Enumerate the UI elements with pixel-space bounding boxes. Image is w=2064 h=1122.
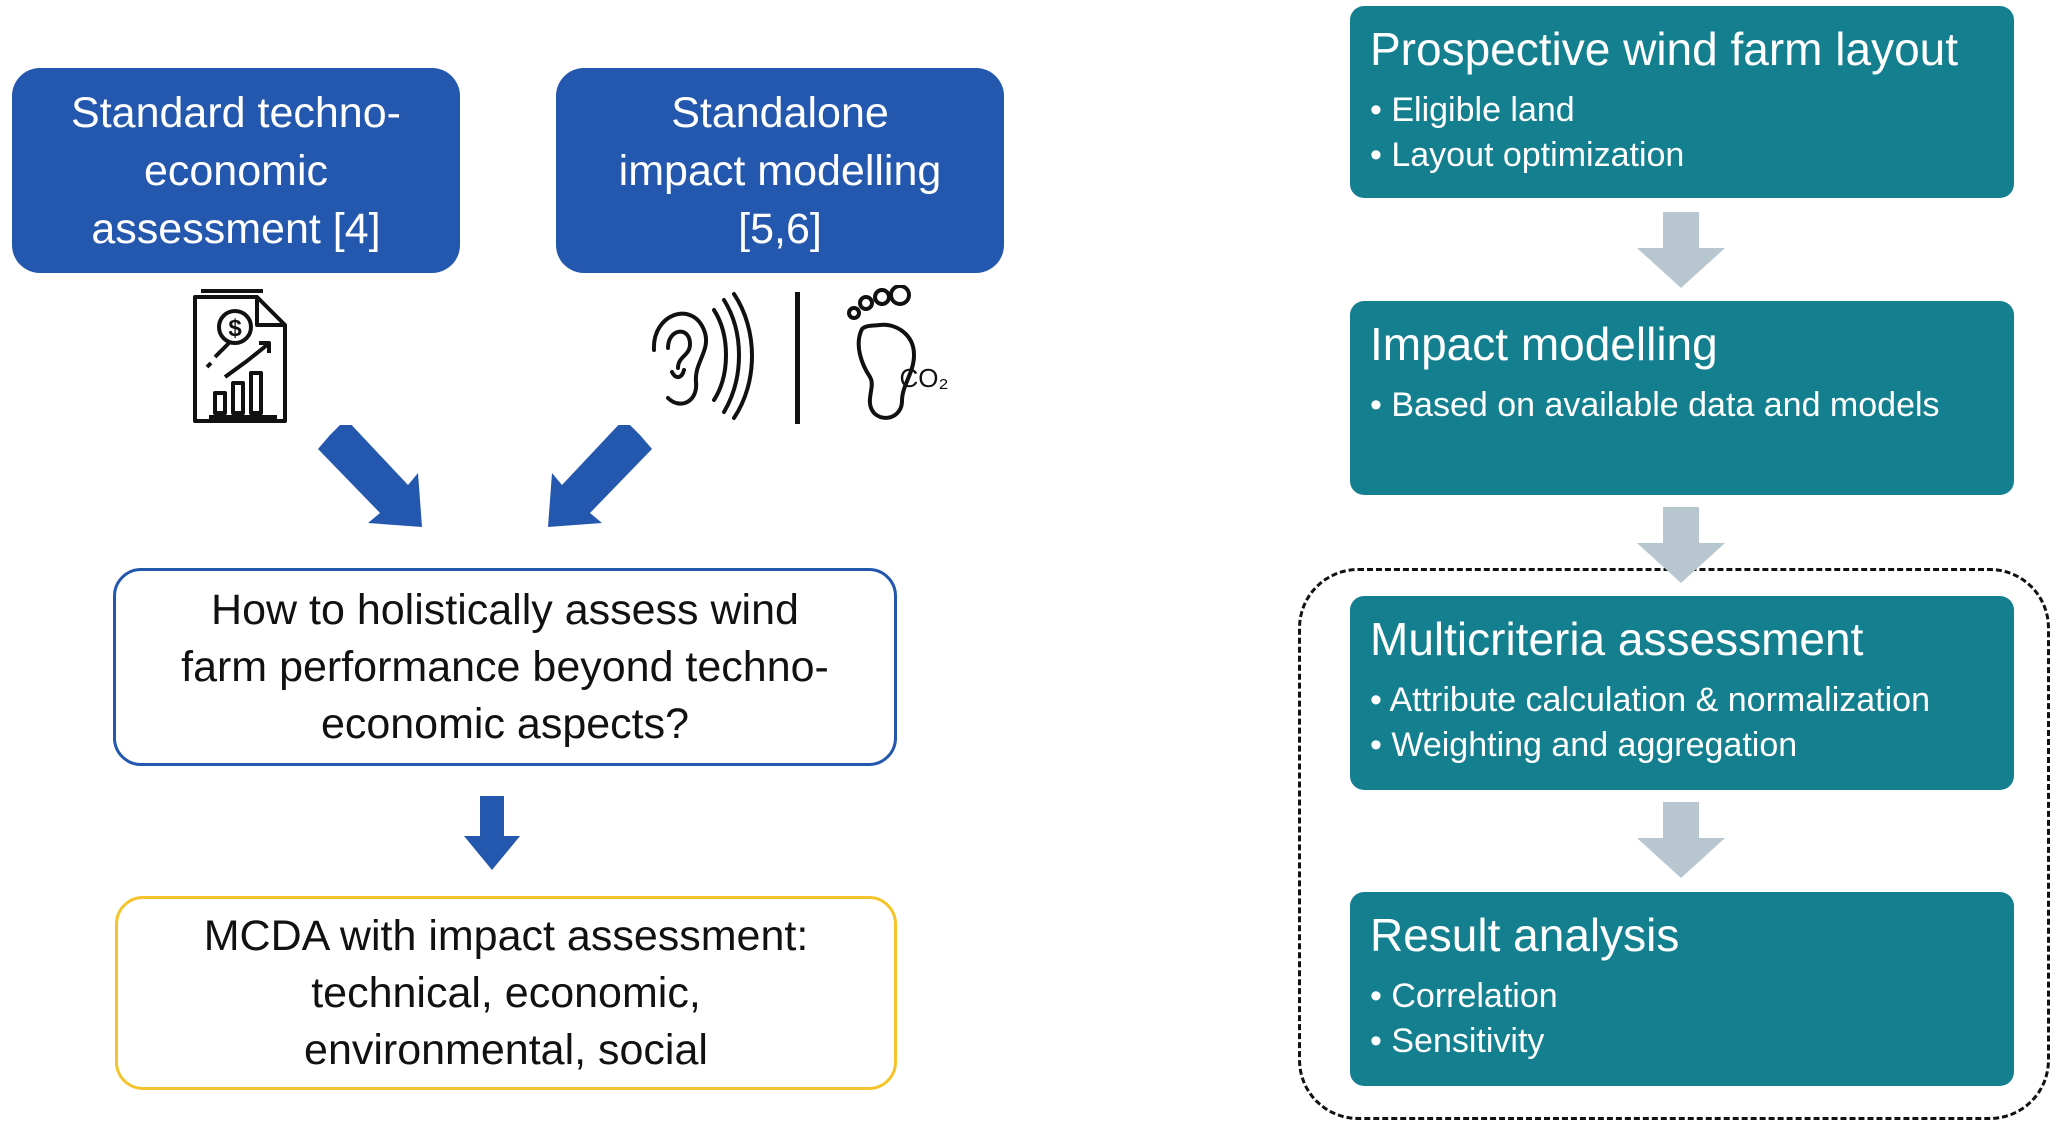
financial-report-icon: $ [193, 289, 287, 423]
icon-divider [795, 292, 800, 424]
co2-footprint-icon: CO₂ [847, 285, 949, 420]
box-line: Standalone [671, 88, 889, 137]
box-line: [5,6] [738, 204, 822, 253]
step-multicriteria-assessment: Multicriteria assessment • Attribute cal… [1350, 596, 2014, 790]
step-bullet: • Based on available data and models [1370, 386, 1940, 424]
techno-economic-assessment-box: Standard techno- economic assessment [4] [12, 68, 460, 273]
box-line: economic aspects? [320, 699, 690, 748]
co2-label: CO₂ [899, 363, 948, 393]
arrow-to-question-right [548, 425, 652, 527]
step-title: Result analysis [1370, 909, 1680, 961]
step-wind-farm-layout: Prospective wind farm layout • Eligible … [1350, 6, 2014, 198]
gray-down-arrow [1637, 212, 1725, 288]
box-line: environmental, social [304, 1025, 708, 1074]
step-bullet: • Sensitivity [1370, 1022, 1545, 1060]
box-line: economic [143, 146, 328, 195]
box-line: impact modelling [618, 146, 942, 195]
step-result-analysis: Result analysis • Correlation • Sensitiv… [1350, 892, 2014, 1086]
bullet-text: Weighting and aggregation [1391, 726, 1798, 764]
box-line: technical, economic, [311, 968, 701, 1017]
box-line: assessment [4] [91, 204, 381, 253]
gray-down-arrow [1637, 802, 1725, 878]
step-bullet: • Layout optimization [1370, 136, 1685, 174]
box-line: Standard techno- [71, 88, 401, 137]
step-title: Prospective wind farm layout [1370, 23, 1959, 75]
step-bullet: • Eligible land [1370, 91, 1575, 129]
box-line: MCDA with impact assessment: [203, 911, 809, 960]
box-line: farm performance beyond techno- [181, 642, 829, 691]
gray-down-arrow [1637, 507, 1725, 583]
noise-ear-icon [651, 292, 754, 420]
research-question-box: How to holistically assess wind farm per… [113, 568, 897, 766]
step-title: Multicriteria assessment [1370, 613, 1864, 665]
arrow-to-question-left [318, 425, 422, 527]
step-title: Impact modelling [1370, 318, 1718, 370]
mcda-box: MCDA with impact assessment: technical, … [115, 896, 897, 1090]
svg-text:$: $ [228, 315, 242, 342]
bullet-text: Eligible land [1391, 91, 1575, 129]
bullet-text: Based on available data and models [1391, 386, 1940, 424]
arrow-to-mcda [464, 796, 520, 870]
bullet-text: Correlation [1391, 977, 1558, 1015]
step-impact-modelling: Impact modelling • Based on available da… [1350, 301, 2014, 495]
bullet-text: Sensitivity [1391, 1022, 1545, 1060]
bullet-text: Layout optimization [1391, 136, 1685, 174]
step-bullet: • Attribute calculation & normalization [1370, 681, 1930, 719]
standalone-impact-modelling-box: Standalone impact modelling [5,6] [556, 68, 1004, 273]
step-bullet: • Correlation [1370, 977, 1558, 1015]
bullet-text: Attribute calculation & normalization [1389, 681, 1930, 719]
box-line: How to holistically assess wind [211, 585, 799, 634]
step-bullet: • Weighting and aggregation [1370, 726, 1798, 764]
